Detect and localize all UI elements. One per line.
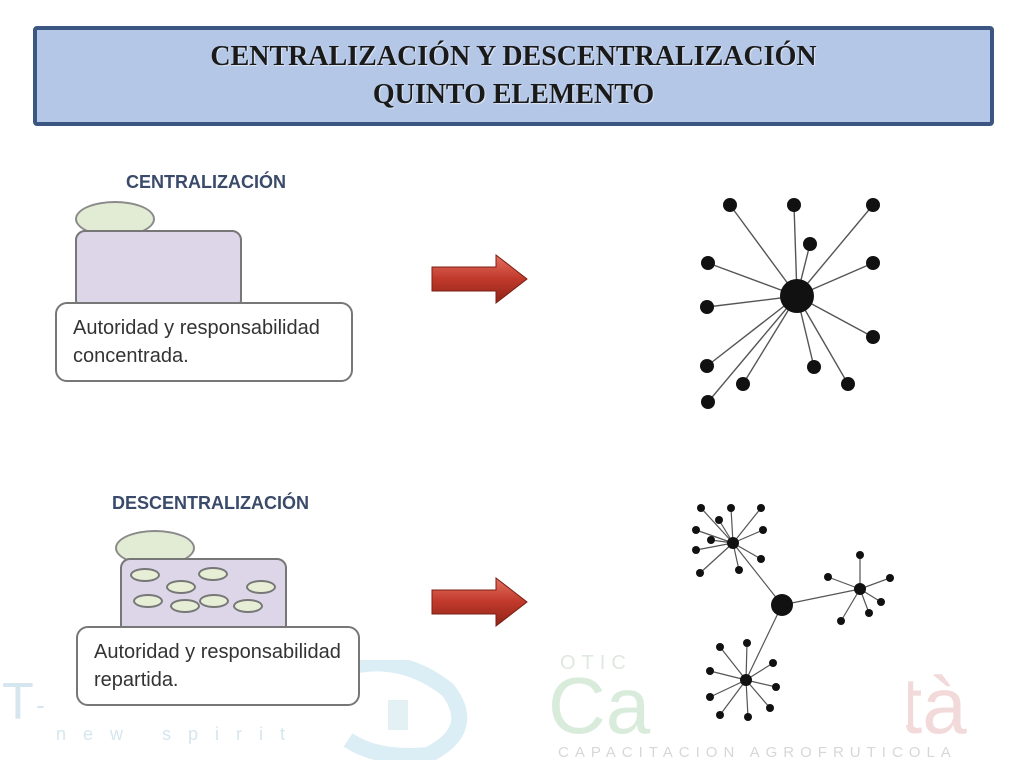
watermark-brand-end: tà bbox=[900, 661, 967, 750]
body-block bbox=[75, 230, 242, 310]
watermark-tagline: CAPACITACION AGROFRUTICOLA bbox=[558, 744, 957, 761]
arrow-right-icon bbox=[431, 253, 528, 305]
watermark-logo-icon bbox=[335, 660, 468, 760]
member-oval bbox=[246, 580, 276, 594]
arrow-right-icon bbox=[431, 576, 528, 628]
member-oval bbox=[130, 568, 160, 582]
title-banner: CENTRALIZACIÓN Y DESCENTRALIZACIÓN QUINT… bbox=[33, 26, 994, 126]
member-oval bbox=[166, 580, 196, 594]
watermark-otic: OTIC bbox=[560, 652, 632, 674]
member-oval bbox=[133, 594, 163, 608]
descentralizacion-title: DESCENTRALIZACIÓN bbox=[112, 493, 309, 513]
page-title: CENTRALIZACIÓN Y DESCENTRALIZACIÓN bbox=[210, 41, 817, 72]
centralizacion-title: CENTRALIZACIÓN bbox=[126, 172, 286, 192]
member-oval bbox=[198, 567, 228, 581]
centralizacion-description: Autoridad y responsabilidad concentrada. bbox=[55, 302, 353, 382]
centralized-network-diagram bbox=[700, 198, 880, 409]
member-oval bbox=[170, 599, 200, 613]
watermark-left-letter: T bbox=[2, 673, 34, 731]
member-oval bbox=[199, 594, 229, 608]
decentralized-network-diagram bbox=[668, 475, 908, 725]
page-subtitle: QUINTO ELEMENTO bbox=[372, 79, 655, 110]
watermark-brand: Ca bbox=[548, 661, 651, 750]
watermark-left-tagline: n e w s p i r i t bbox=[56, 724, 292, 744]
descentralizacion-description: Autoridad y responsabilidad repartida. bbox=[76, 626, 360, 706]
watermark-left-dash: - bbox=[36, 690, 45, 720]
member-oval bbox=[233, 599, 263, 613]
